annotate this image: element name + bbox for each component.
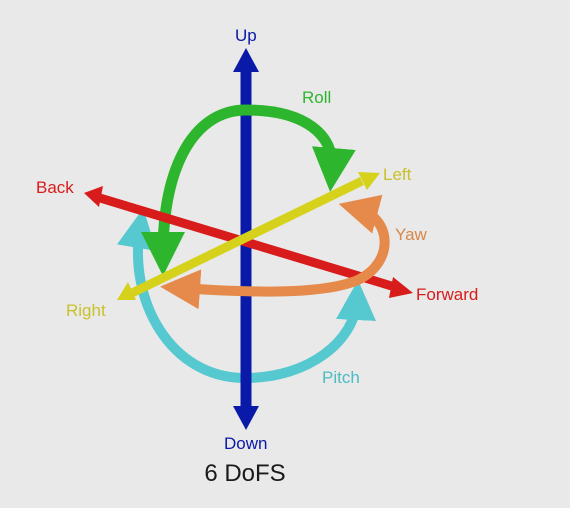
up-arrowhead xyxy=(233,48,259,72)
roll-label: Roll xyxy=(302,88,331,107)
up-label: Up xyxy=(235,26,257,45)
forward-label: Forward xyxy=(416,285,478,304)
left-arrowhead xyxy=(358,172,380,190)
down-arrowhead xyxy=(233,406,259,430)
left-label: Left xyxy=(383,165,412,184)
down-label: Down xyxy=(224,434,267,453)
yaw-label: Yaw xyxy=(395,225,428,244)
forward-arrowhead xyxy=(389,277,413,298)
right-arrowhead xyxy=(117,282,136,300)
yaw-arc xyxy=(160,194,390,310)
diagram-caption: 6 DoFS xyxy=(204,460,286,487)
back-label: Back xyxy=(36,178,74,197)
right-label: Right xyxy=(66,301,106,320)
pitch-label: Pitch xyxy=(322,368,360,387)
roll-arc xyxy=(141,104,356,276)
back-arrowhead xyxy=(84,186,103,207)
